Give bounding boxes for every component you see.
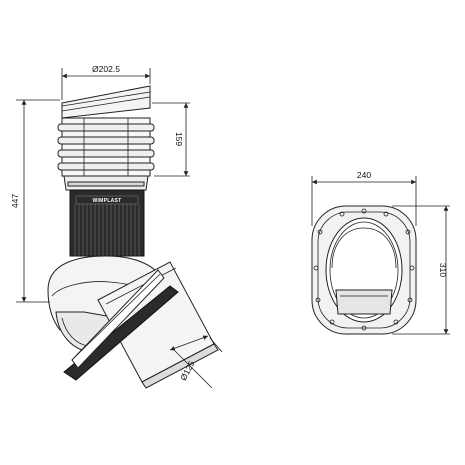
side-view: WIMPLAST Ø202.5 [10, 64, 223, 389]
dimension-flange-width: 240 [311, 170, 417, 226]
top-view: 240 310 [311, 170, 450, 335]
brand-label: WIMPLAST [92, 198, 121, 204]
flange-screw-holes [313, 208, 415, 331]
dimension-cap-diameter: Ø202.5 [61, 64, 151, 100]
dimension-flange-width-label: 240 [357, 170, 371, 180]
dimension-total-height-label: 447 [10, 194, 20, 208]
flashing-plate [63, 269, 179, 381]
dimension-cap-height: 159 [152, 102, 190, 177]
louvre-cap [57, 117, 155, 177]
dimension-cap-height-label: 159 [174, 132, 184, 146]
cap-lid [61, 85, 151, 119]
ribbed-body: WIMPLAST [69, 189, 145, 267]
dimension-flange-height-label: 310 [438, 263, 448, 277]
flange-plate [311, 205, 417, 335]
pipe [97, 261, 219, 389]
dimension-total-height: 447 [10, 99, 60, 303]
dimension-flange-height: 310 [392, 205, 450, 335]
dimension-cap-diameter-label: Ø202.5 [92, 64, 120, 74]
collar [63, 175, 149, 191]
